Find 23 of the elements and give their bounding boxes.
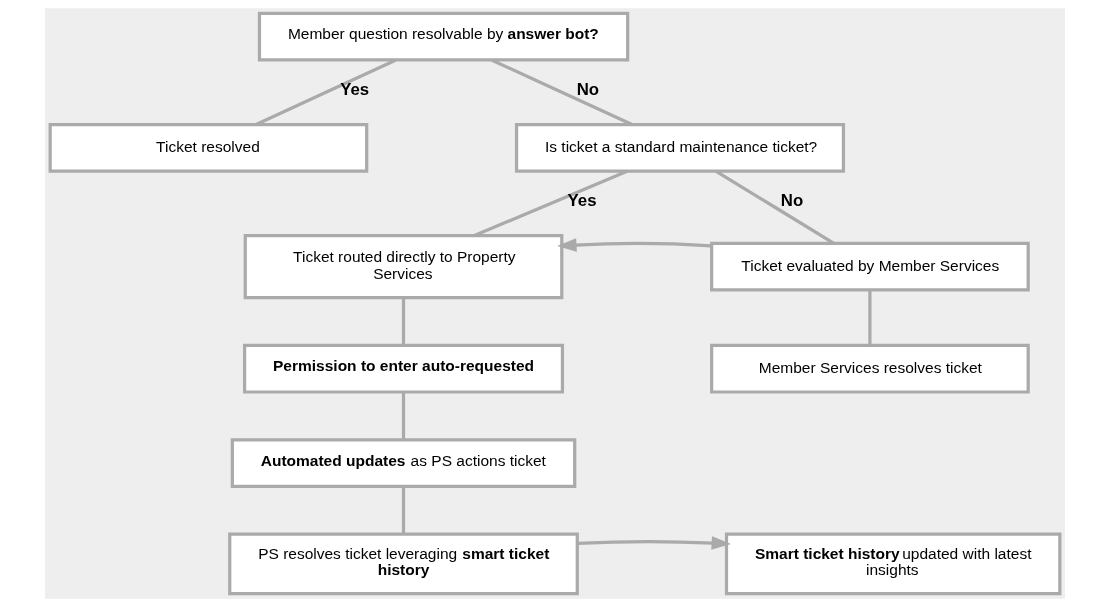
arrow bbox=[577, 536, 731, 550]
node-box: Automated updates as PS actions ticket bbox=[230, 438, 577, 488]
node-box: Member question resolvable by answer bot? bbox=[257, 11, 630, 62]
arrow bbox=[557, 238, 712, 252]
node-box: Member Services resolves ticket bbox=[710, 343, 1030, 394]
node-box: Smart ticket history updated with latest insights bbox=[724, 532, 1062, 596]
connector bbox=[401, 392, 406, 440]
node-box: Ticket routed directly to Property Services bbox=[243, 234, 564, 300]
node-box: Ticket evaluated by Member Services bbox=[710, 241, 1030, 292]
node-box: Permission to enter auto-requested bbox=[243, 343, 565, 394]
edge-label: Yes bbox=[567, 191, 597, 211]
connector bbox=[401, 486, 406, 534]
node-box: Is ticket a standard maintenance ticket? bbox=[514, 122, 846, 173]
node-box: PS resolves ticket leveraging smart ticket history bbox=[228, 532, 579, 596]
edge-label: No bbox=[576, 80, 600, 100]
connector bbox=[868, 290, 872, 346]
connector bbox=[401, 297, 406, 345]
edge-label: Yes bbox=[340, 80, 370, 100]
connector bbox=[255, 58, 397, 126]
connector bbox=[715, 169, 835, 245]
edge-label: No bbox=[780, 191, 804, 211]
connector bbox=[491, 58, 633, 126]
node-box: Ticket resolved bbox=[48, 122, 369, 173]
